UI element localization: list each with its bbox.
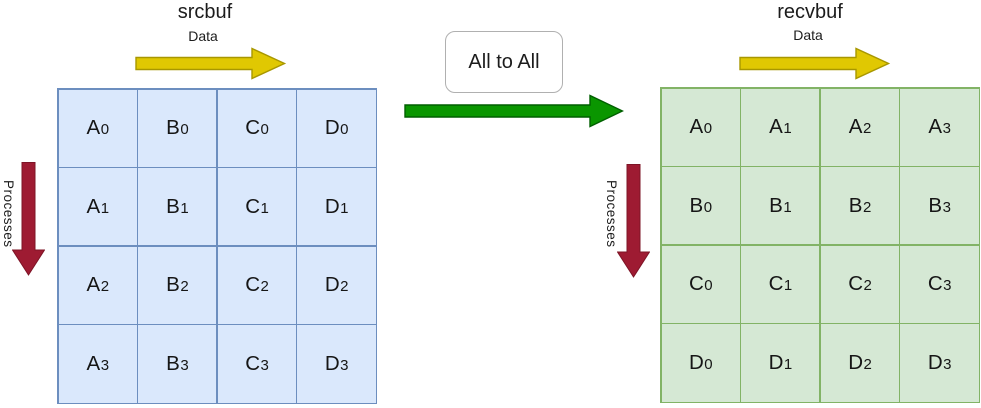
srcbuf-data-arrow-icon — [135, 47, 287, 80]
srcbuf-processes-label: Processes — [1, 180, 16, 248]
recvbuf-title: recvbuf — [777, 1, 843, 23]
all-to-all-label: All to All — [468, 50, 540, 73]
recvbuf-data-arrow-icon — [739, 47, 891, 80]
srcbuf-data-label: Data — [188, 28, 218, 44]
recvbuf-data-label: Data — [793, 27, 823, 43]
all-to-all-arrow-icon — [404, 94, 624, 128]
all-to-all-box: All to All — [445, 31, 563, 93]
recvbuf-processes-arrow-icon — [617, 164, 650, 278]
srcbuf-title: srcbuf — [177, 1, 233, 23]
srcbuf-processes-arrow-icon — [12, 162, 45, 276]
recvbuf-processes-label: Processes — [604, 180, 619, 248]
